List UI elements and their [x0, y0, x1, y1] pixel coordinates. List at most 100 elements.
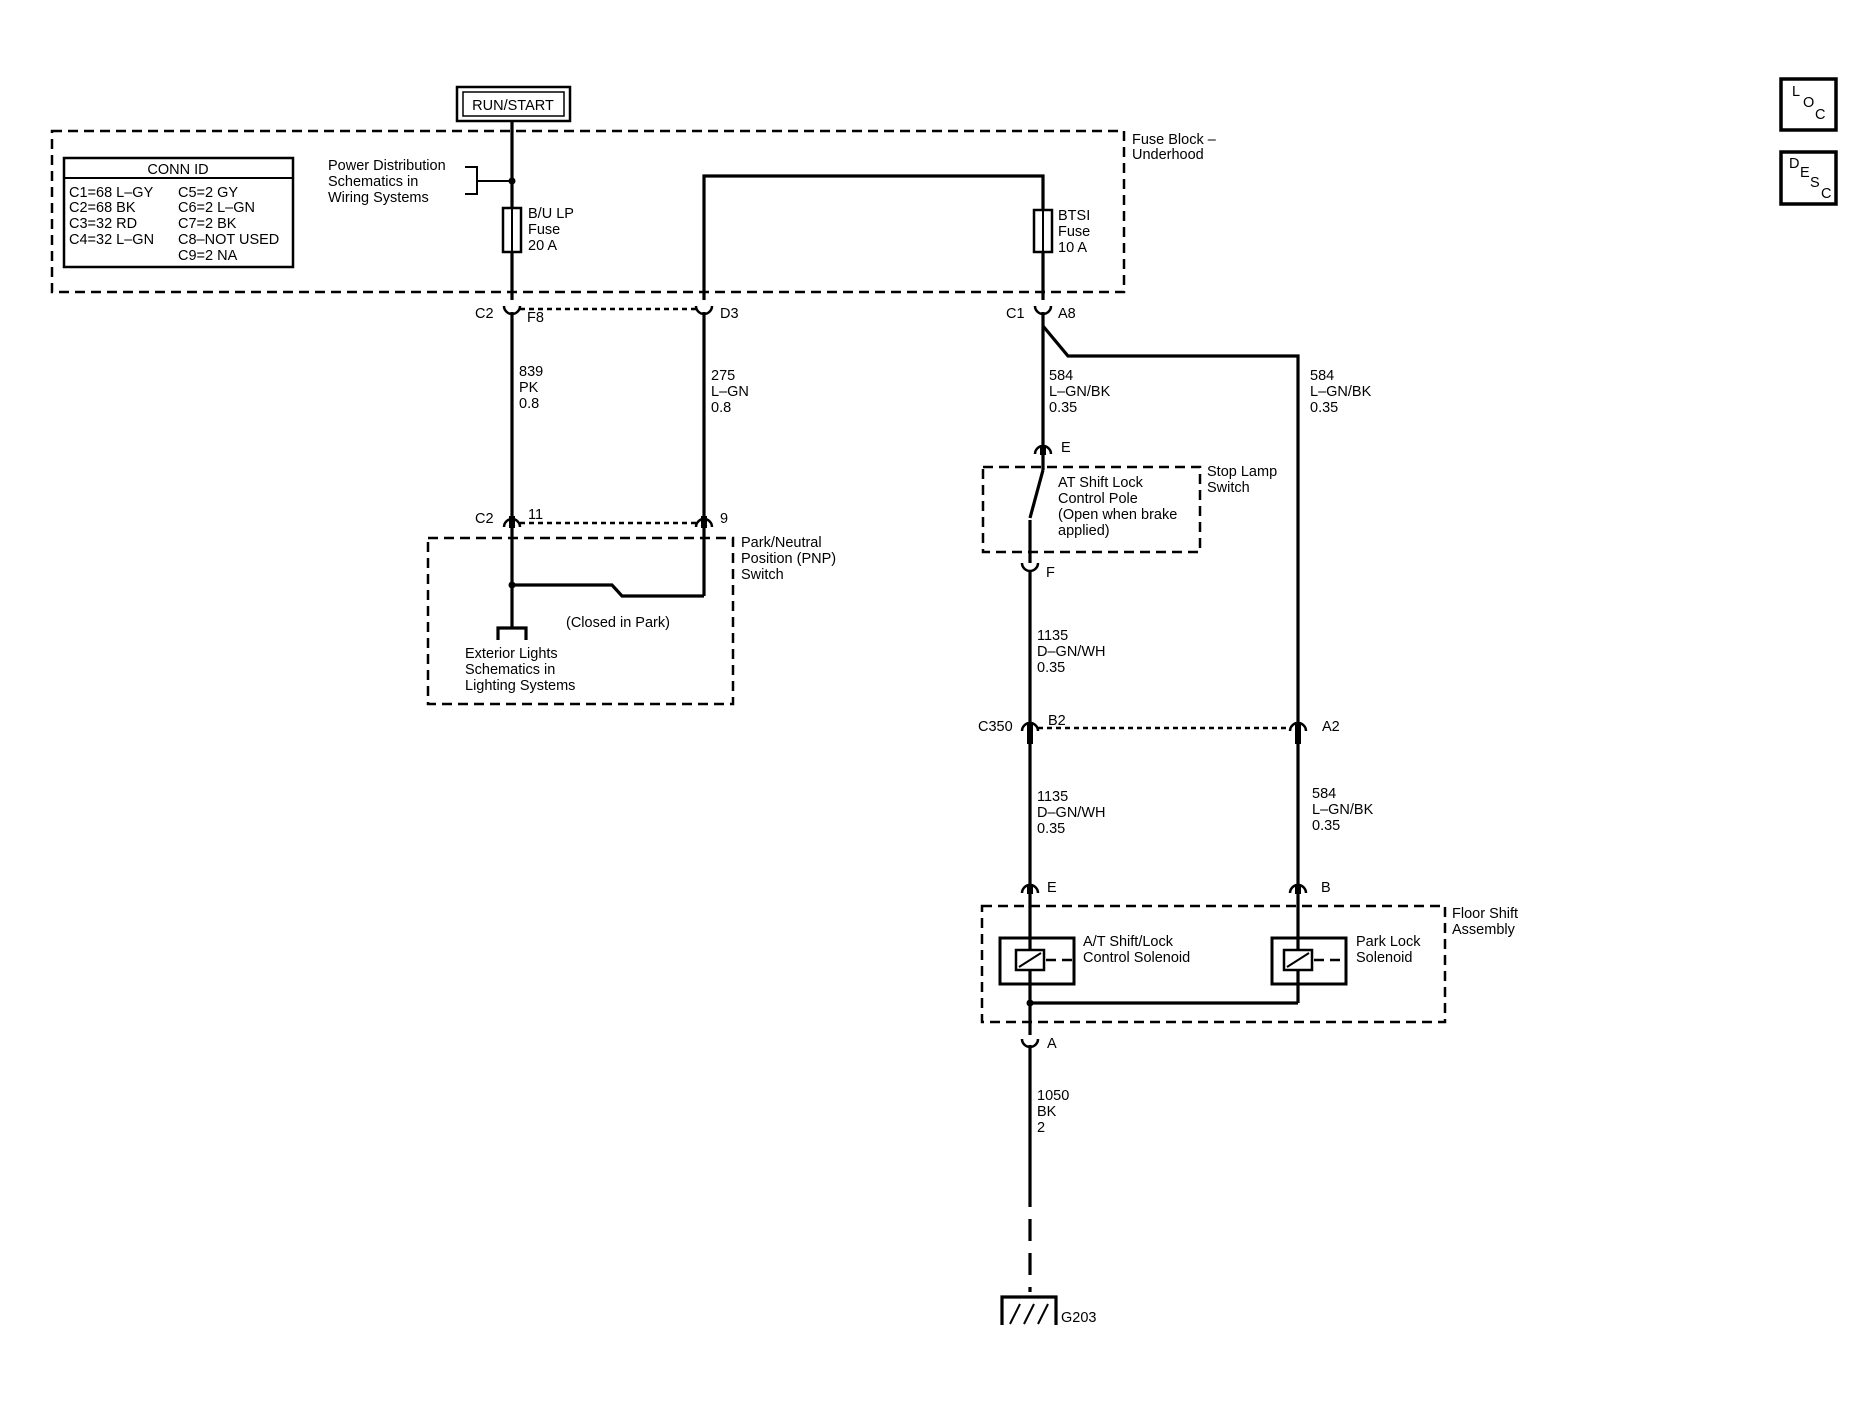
desc-letter-d: D	[1789, 156, 1799, 172]
desc-letter-e: E	[1800, 165, 1810, 181]
c2-pnp-name: C2	[475, 511, 494, 527]
loc-letter-l: L	[1792, 84, 1800, 100]
conn-id-c7: C7=2 BK	[178, 216, 237, 232]
c350-pin-a2: A2	[1322, 719, 1340, 735]
pnp-switch-label-2: Position (PNP)	[741, 551, 836, 567]
wire-584-left-color: L–GN/BK	[1049, 384, 1111, 400]
wire-839-num: 839	[519, 364, 543, 380]
conn-id-table: CONN ID C1=68 L–GY C2=68 BK C3=32 RD C4=…	[62, 156, 295, 269]
conn-id-header: CONN ID	[147, 162, 208, 178]
conn-id-c9: C9=2 NA	[178, 248, 238, 264]
c350-name: C350	[978, 719, 1013, 735]
c2-top-pin-f8: F8	[527, 310, 544, 326]
floor-shift-title-2: Assembly	[1452, 922, 1516, 938]
conn-id-c5: C5=2 GY	[178, 185, 238, 201]
floor-shift-pin-b: B	[1321, 880, 1331, 896]
fuse-block-title-2: Underhood	[1132, 147, 1204, 163]
btsi-fuse-label-1: BTSI	[1058, 208, 1090, 224]
wire-275-gauge: 0.8	[711, 400, 731, 416]
wire-275-num: 275	[711, 368, 735, 384]
power-dist-line-3: Wiring Systems	[328, 190, 429, 206]
conn-id-c6: C6=2 L–GN	[178, 200, 255, 216]
bulp-fuse-label-2: Fuse	[528, 222, 560, 238]
stop-lamp-pole-1: AT Shift Lock	[1058, 475, 1144, 491]
loc-letter-o: O	[1803, 95, 1814, 111]
wire-275-color: L–GN	[711, 384, 749, 400]
stop-lamp-pole-4: applied)	[1058, 523, 1110, 539]
btsi-bus-wire	[702, 174, 1045, 300]
floor-shift-title-1: Floor Shift	[1452, 906, 1518, 922]
wire-1135-upper-color: D–GN/WH	[1037, 644, 1105, 660]
exterior-lights-bracket	[496, 626, 528, 640]
c2-top-pin-d3: D3	[720, 306, 739, 322]
ground-label: G203	[1061, 1310, 1096, 1326]
run-start-label: RUN/START	[472, 98, 554, 114]
wire-584-lower-num: 584	[1312, 786, 1336, 802]
solenoid1-label-1: A/T Shift/Lock	[1083, 934, 1174, 950]
stop-lamp-pole-3: (Open when brake	[1058, 507, 1177, 523]
power-dist-bracket	[465, 166, 512, 195]
pnp-switch-outline	[426, 536, 735, 706]
stop-lamp-outline	[981, 465, 1202, 554]
bulp-fuse-label-1: B/U LP	[528, 206, 574, 222]
wire-1135-lower-gauge: 0.35	[1037, 821, 1065, 837]
wire-584-left-num: 584	[1049, 368, 1073, 384]
wire-1135-upper-gauge: 0.35	[1037, 660, 1065, 676]
c1-top-name: C1	[1006, 306, 1025, 322]
bulp-fuse-label-3: 20 A	[528, 238, 557, 254]
wire-1050-gauge: 2	[1037, 1120, 1045, 1136]
stop-lamp-switch-blade	[1028, 469, 1045, 519]
stop-lamp-title-2: Switch	[1207, 480, 1250, 496]
solenoid2-label-1: Park Lock	[1356, 934, 1421, 950]
solenoid2-label-2: Solenoid	[1356, 950, 1412, 966]
conn-id-c3: C3=32 RD	[69, 216, 137, 232]
wire-584-lower-gauge: 0.35	[1312, 818, 1340, 834]
wire-584-right-color: L–GN/BK	[1310, 384, 1372, 400]
stop-lamp-pin-f-connector	[1020, 562, 1040, 573]
desc-letter-s: S	[1810, 175, 1820, 191]
wire-584-right-num: 584	[1310, 368, 1334, 384]
exterior-lights-line-1: Exterior Lights	[465, 646, 558, 662]
pnp-switch-label-3: Switch	[741, 567, 784, 583]
wire-1050-color: BK	[1037, 1104, 1057, 1120]
solenoid1-label-2: Control Solenoid	[1083, 950, 1190, 966]
btsi-fuse-label-3: 10 A	[1058, 240, 1087, 256]
loc-button[interactable]: L O C	[1779, 77, 1838, 132]
floor-shift-pin-a: A	[1047, 1036, 1057, 1052]
loc-letter-c: C	[1815, 107, 1825, 123]
stop-lamp-pole-2: Control Pole	[1058, 491, 1138, 507]
desc-letter-c: C	[1821, 186, 1831, 202]
stop-lamp-pin-f: F	[1046, 565, 1055, 581]
floor-shift-outline	[980, 904, 1447, 1024]
c2-pnp-pin-11: 11	[528, 507, 543, 523]
conn-id-c1: C1=68 L–GY	[69, 185, 154, 201]
desc-button[interactable]: D E S C	[1779, 150, 1838, 206]
ground-symbol	[1000, 1295, 1058, 1325]
pnp-switch-contact	[512, 583, 704, 598]
stop-lamp-pin-e: E	[1061, 440, 1071, 456]
exterior-lights-line-2: Schematics in	[465, 662, 555, 678]
conn-id-c4: C4=32 L–GN	[69, 232, 154, 248]
power-dist-line-2: Schematics in	[328, 174, 418, 190]
wire-584-right	[1041, 324, 1300, 722]
c350-pin-b2: B2	[1048, 713, 1066, 729]
connector-c350	[1020, 721, 1308, 744]
power-dist-line-1: Power Distribution	[328, 158, 446, 174]
wire-1135-lower-color: D–GN/WH	[1037, 805, 1105, 821]
pnp-switch-label-1: Park/Neutral	[741, 535, 822, 551]
fuse-block-outline	[50, 129, 1126, 294]
conn-id-c2: C2=68 BK	[69, 200, 136, 216]
exterior-lights-line-3: Lighting Systems	[465, 678, 575, 694]
floor-shift-pin-e: E	[1047, 880, 1057, 896]
wire-839-gauge: 0.8	[519, 396, 539, 412]
wire-839-color: PK	[519, 380, 539, 396]
wire-1050-num: 1050	[1037, 1088, 1069, 1104]
c1-top-pin-a8: A8	[1058, 306, 1076, 322]
wire-1135-lower-num: 1135	[1037, 789, 1068, 805]
fuse-block-title-1: Fuse Block –	[1132, 132, 1217, 148]
conn-id-c8: C8–NOT USED	[178, 232, 279, 248]
btsi-fuse-label-2: Fuse	[1058, 224, 1090, 240]
c2-pnp-pin-9: 9	[720, 511, 728, 527]
c2-top-name: C2	[475, 306, 494, 322]
